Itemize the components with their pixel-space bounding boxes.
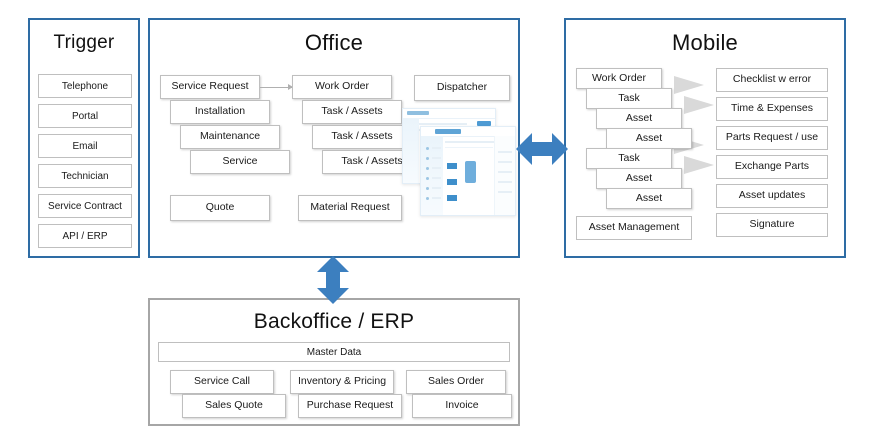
office-service-request[interactable]: Service Request (160, 75, 260, 99)
backoffice-inventory-pricing[interactable]: Inventory & Pricing (290, 370, 394, 394)
office-service[interactable]: Service (190, 150, 290, 174)
mobile-time-expenses[interactable]: Time & Expenses (716, 97, 828, 121)
backoffice-invoice[interactable]: Invoice (412, 394, 512, 418)
office-task-assets-1[interactable]: Task / Assets (302, 100, 402, 124)
panel-mobile: Mobile Work Order Task Asset Asset Task … (564, 18, 846, 258)
backoffice-sales-quote[interactable]: Sales Quote (182, 394, 286, 418)
trigger-item-technician[interactable]: Technician (38, 164, 132, 188)
office-installation[interactable]: Installation (170, 100, 270, 124)
arrow-gray-icon-1 (674, 76, 704, 94)
trigger-item-api-erp[interactable]: API / ERP (38, 224, 132, 248)
mobile-asset-management[interactable]: Asset Management (576, 216, 692, 240)
mobile-task-2[interactable]: Task (586, 148, 672, 169)
app-screenshot-thumbnail (402, 108, 516, 216)
mobile-signature[interactable]: Signature (716, 213, 828, 237)
double-arrow-vertical-icon (312, 256, 354, 304)
office-quote[interactable]: Quote (170, 195, 270, 221)
panel-mobile-title: Mobile (671, 30, 738, 55)
office-work-order[interactable]: Work Order (292, 75, 392, 99)
office-task-assets-2[interactable]: Task / Assets (312, 125, 412, 149)
mobile-checklist-w-error[interactable]: Checklist w error (716, 68, 828, 92)
backoffice-sales-order[interactable]: Sales Order (406, 370, 506, 394)
backoffice-service-call[interactable]: Service Call (170, 370, 274, 394)
panel-office: Office Service Request Installation Main… (148, 18, 520, 258)
mobile-work-order[interactable]: Work Order (576, 68, 662, 89)
trigger-item-portal[interactable]: Portal (38, 104, 132, 128)
trigger-item-service-contract[interactable]: Service Contract (38, 194, 132, 218)
panel-trigger-title: Trigger (53, 32, 115, 53)
office-dispatcher[interactable]: Dispatcher (414, 75, 510, 101)
trigger-item-email[interactable]: Email (38, 134, 132, 158)
panel-office-title: Office (304, 30, 364, 55)
double-arrow-horizontal-icon (516, 128, 568, 170)
arrow-gray-icon-2 (684, 96, 714, 114)
trigger-item-telephone[interactable]: Telephone (38, 74, 132, 98)
mobile-asset-3[interactable]: Asset (596, 168, 682, 189)
arrow-right-icon (260, 84, 293, 90)
panel-backoffice: Backoffice / ERP Master Data Service Cal… (148, 298, 520, 426)
backoffice-master-data[interactable]: Master Data (158, 342, 510, 362)
backoffice-purchase-request[interactable]: Purchase Request (298, 394, 402, 418)
mobile-asset-1[interactable]: Asset (596, 108, 682, 129)
app-window-front (420, 126, 516, 216)
mobile-task-1[interactable]: Task (586, 88, 672, 109)
panel-trigger: Trigger Telephone Portal Email Technicia… (28, 18, 140, 258)
mobile-asset-2[interactable]: Asset (606, 128, 692, 149)
mobile-asset-updates[interactable]: Asset updates (716, 184, 828, 208)
mobile-exchange-parts[interactable]: Exchange Parts (716, 155, 828, 179)
office-material-request[interactable]: Material Request (298, 195, 402, 221)
panel-backoffice-title: Backoffice / ERP (253, 310, 415, 333)
mobile-parts-request-use[interactable]: Parts Request / use (716, 126, 828, 150)
mobile-asset-4[interactable]: Asset (606, 188, 692, 209)
arrow-gray-icon-4 (684, 156, 714, 174)
office-maintenance[interactable]: Maintenance (180, 125, 280, 149)
